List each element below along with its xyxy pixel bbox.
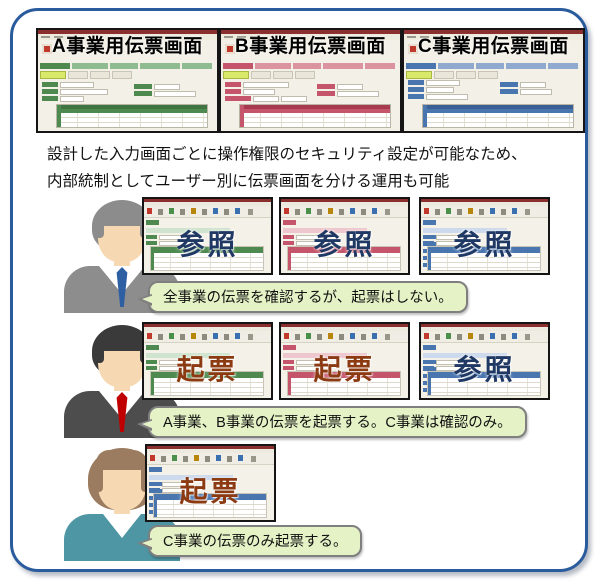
voucher-screen-c-title: C事業用伝票画面 — [418, 36, 569, 57]
mini-screen-a-create: 起票 — [142, 322, 273, 400]
voucher-table — [56, 104, 208, 128]
toolbar-icons — [281, 331, 408, 343]
voucher-table — [422, 104, 574, 128]
stamp-label: 起票 — [179, 476, 242, 507]
toolbar-icons — [281, 206, 408, 218]
toolbar-icons — [421, 331, 548, 343]
speech-bubble-creator-c: C事業の伝票のみ起票する。 — [136, 525, 363, 557]
stamp-label: 参照 — [453, 229, 516, 260]
stamp-label: 参照 — [176, 229, 239, 260]
window-titlebar — [221, 30, 400, 34]
description-line-2: 内部統制としてユーザー別に伝票画面を分ける運用も可能 — [47, 173, 450, 190]
window-menubar — [221, 34, 400, 40]
voucher-screen-b-title: B事業用伝票画面 — [235, 36, 386, 57]
window-menubar — [404, 34, 583, 40]
toolbar-icons — [147, 453, 274, 465]
speech-bubble-creator-ab: A事業、B事業の伝票を起票する。C事業は確認のみ。 — [137, 406, 527, 438]
toolbar-icons — [144, 206, 271, 218]
window-titlebar — [404, 30, 583, 34]
description-line-1: 設計した入力画面ごとに操作権限のセキュリティ設定が可能なため、 — [47, 146, 527, 163]
voucher-screen-c-thumbnail: C事業用伝票画面 — [402, 28, 585, 133]
mini-screen-c-create: 起票 — [145, 444, 276, 522]
voucher-screen-a-thumbnail: A事業用伝票画面 — [36, 28, 219, 133]
app-logo-icon — [408, 44, 418, 54]
description-text: 設計した入力画面ごとに操作権限のセキュリティ設定が可能なため、 内部統制としてユ… — [47, 141, 567, 195]
stamp-label: 起票 — [313, 354, 376, 385]
voucher-table — [239, 104, 391, 128]
window-menubar — [38, 34, 217, 40]
mini-screen-c-view2: 参照 — [419, 322, 550, 400]
stamp-label: 起票 — [176, 354, 239, 385]
voucher-screen-a-title: A事業用伝票画面 — [52, 36, 203, 57]
speech-bubble-viewer: 全事業の伝票を確認するが、起票はしない。 — [137, 281, 468, 313]
toolbar-icons — [144, 331, 271, 343]
mini-screen-b-create: 起票 — [279, 322, 410, 400]
mini-screen-a-view: 参照 — [142, 197, 273, 275]
app-logo-icon — [42, 44, 52, 54]
stamp-label: 参照 — [453, 354, 516, 385]
stamp-label: 参照 — [313, 229, 376, 260]
app-logo-icon — [225, 44, 235, 54]
mini-screen-b-view: 参照 — [279, 197, 410, 275]
mini-screen-c-view: 参照 — [419, 197, 550, 275]
voucher-screen-b-thumbnail: B事業用伝票画面 — [219, 28, 402, 133]
window-titlebar — [38, 30, 217, 34]
toolbar-icons — [421, 206, 548, 218]
